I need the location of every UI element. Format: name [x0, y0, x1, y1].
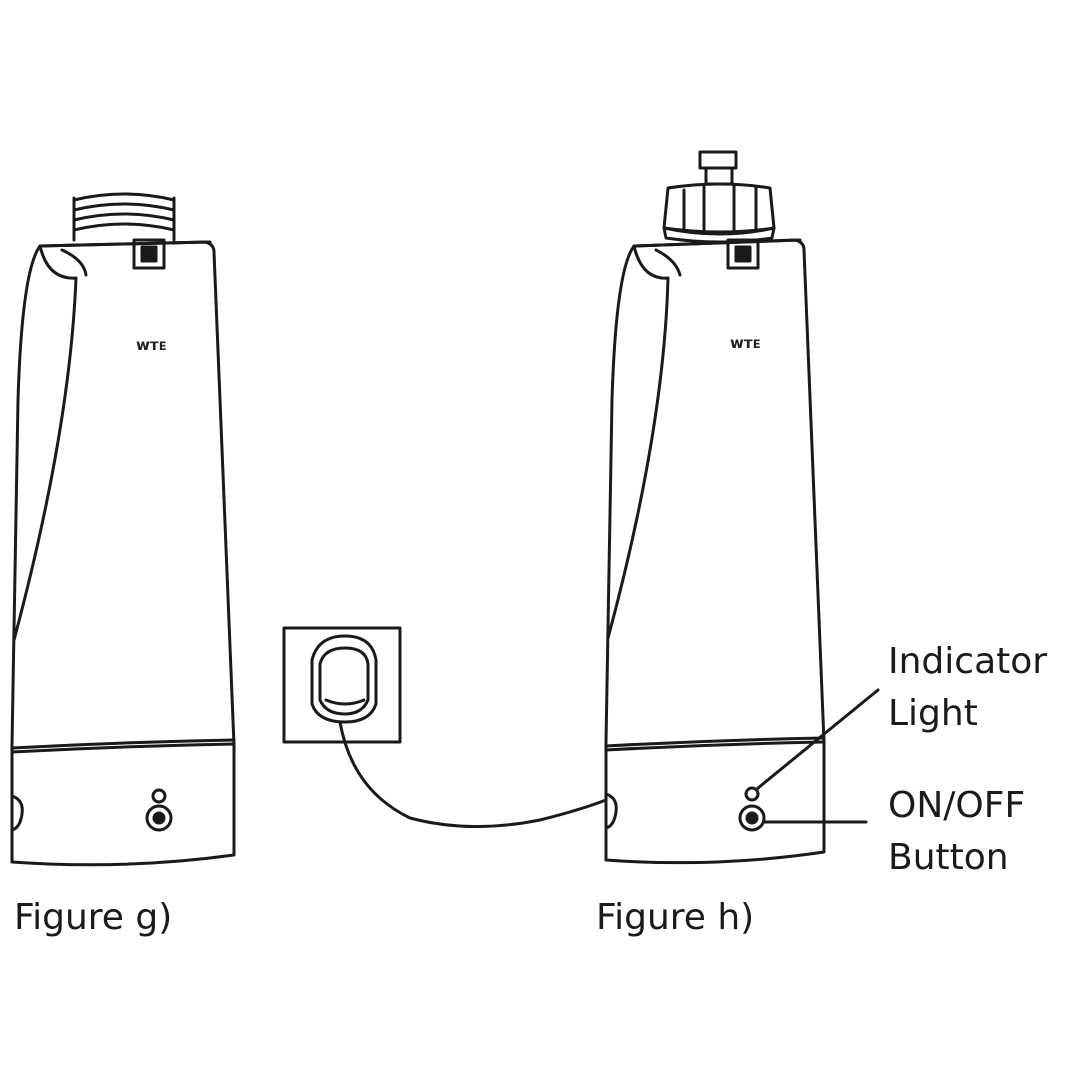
bottle-cap-icon	[662, 150, 776, 244]
on-off-button-label: ON/OFF Button	[888, 780, 1025, 884]
charging-cable	[338, 720, 608, 828]
indicator-light-icon	[744, 786, 760, 802]
on-off-button-label-line1: ON/OFF	[888, 785, 1026, 826]
indicator-light-label-line2: Light	[888, 693, 978, 734]
bottle-body-h	[604, 238, 826, 865]
bottle-neck-thread-icon	[72, 192, 176, 242]
brand-mark-h: ᴡᴛᴇ	[730, 334, 761, 352]
brand-mark-g: ᴡᴛᴇ	[136, 336, 167, 354]
bottle-body-g	[10, 240, 236, 867]
neck-clip-g	[132, 238, 166, 270]
figure-h-caption: Figure h)	[596, 897, 755, 938]
indicator-light-label: Indicator Light	[888, 636, 1047, 740]
bottle-h: ᴡᴛᴇ	[604, 150, 880, 865]
wall-socket-icon	[282, 626, 402, 744]
indicator-leader-line	[756, 688, 880, 790]
power-button-icon	[145, 788, 173, 832]
on-off-button-label-line2: Button	[888, 837, 1009, 878]
bottle-g: ᴡᴛᴇ	[10, 192, 236, 867]
figure-g-caption: Figure g)	[14, 897, 173, 938]
power-button-icon-h	[738, 804, 766, 832]
neck-clip-h	[726, 238, 760, 270]
indicator-light-label-line1: Indicator	[888, 641, 1048, 682]
power-plug-icon	[310, 634, 378, 724]
